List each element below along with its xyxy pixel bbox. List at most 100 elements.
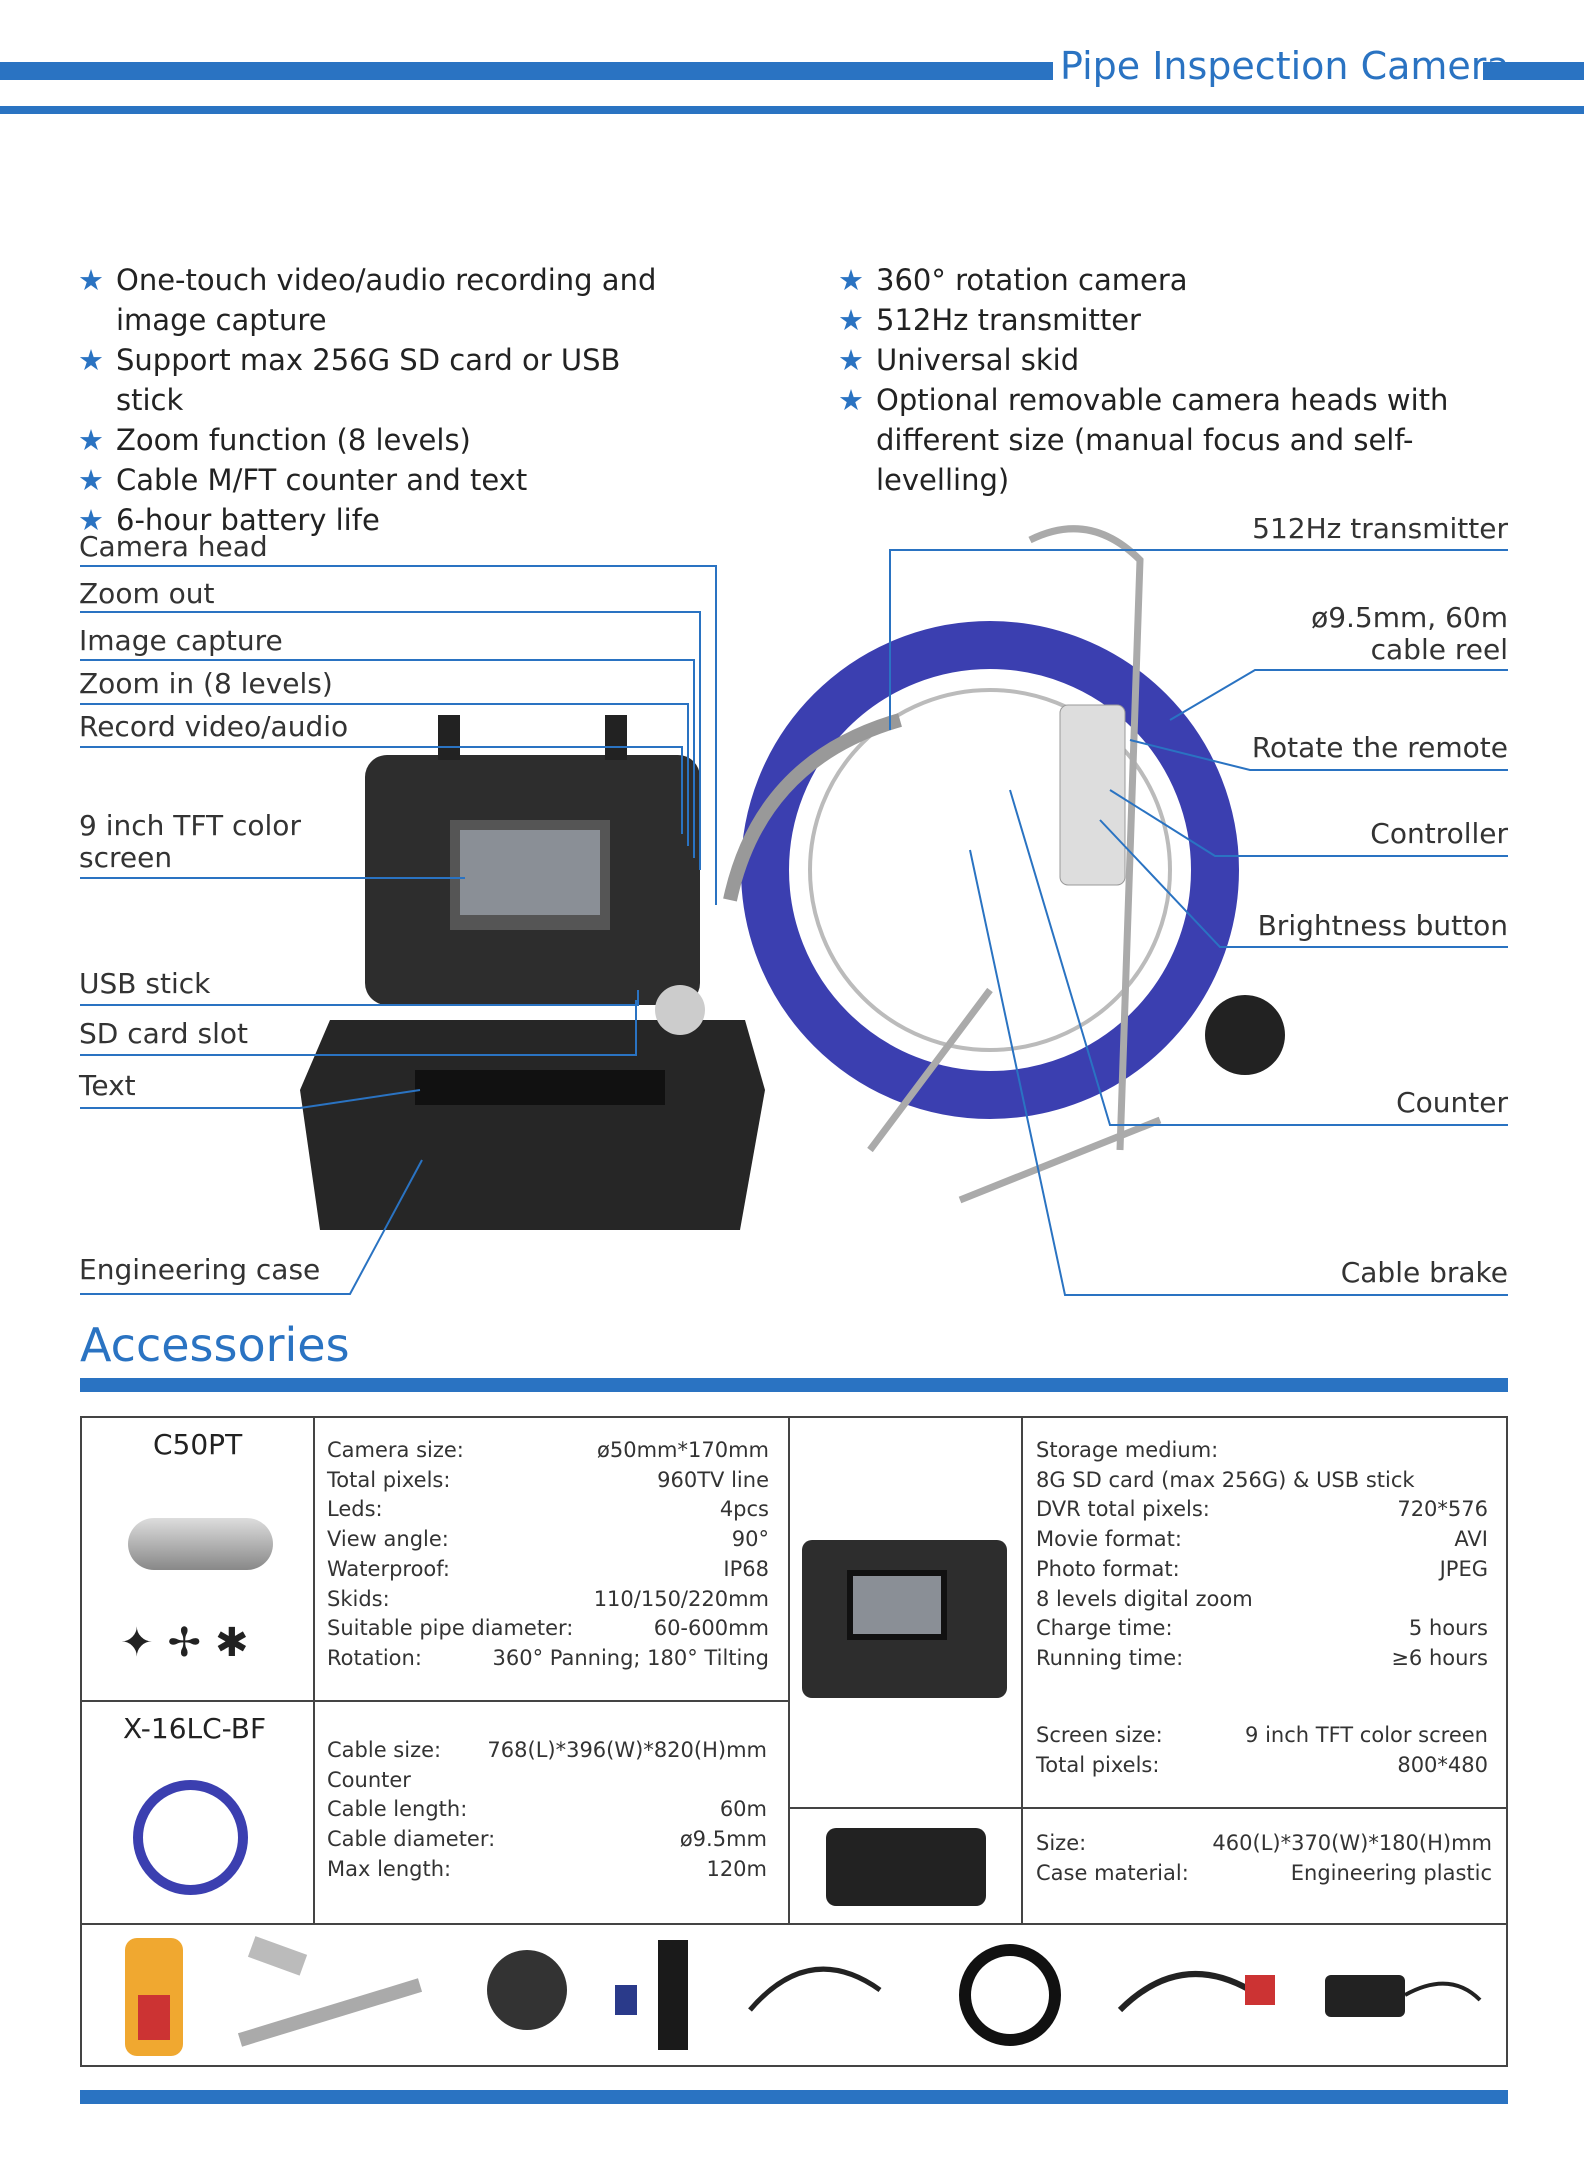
spec-row: View angle:90° [327,1525,769,1555]
spec-value: 800*480 [1397,1752,1488,1777]
feature-item: ★360° rotation camera [838,260,1518,300]
spec-label: Charge time: [1036,1616,1173,1641]
feature-text: Universal skid [876,343,1080,377]
header-rule [0,106,1584,114]
spec-label: Cable length: [327,1797,468,1822]
divider [80,1700,788,1702]
page-title: Pipe Inspection Camera [1060,44,1510,88]
divider [313,1416,315,1923]
spec-value: 60m [719,1797,767,1822]
callout-cable-brake: Cable brake [1340,1256,1508,1289]
spec-row: Size: 460(L)*370(W)*180(H)mm [1036,1829,1492,1859]
feature-text: Cable M/FT counter and text [116,463,528,497]
product-illustration [80,525,1508,1296]
crawler-image [487,1950,567,2030]
reel-image [133,1780,248,1895]
spec-label: Skids: [327,1586,390,1611]
star-icon: ★ [78,463,104,497]
star-icon: ★ [78,263,104,297]
charger-image [1325,1975,1405,2017]
screen-specs: Screen size:9 inch TFT color screen Tota… [1036,1721,1488,1780]
spec-label: Size: [1036,1831,1087,1855]
star-icon: ★ [838,343,864,377]
callout-cable-reel: ø9.5mm, 60m cable reel [1311,601,1508,666]
spec-label: Suitable pipe diameter: [327,1616,574,1641]
spec-value: 120m [706,1856,767,1881]
feature-text: 360° rotation camera [876,263,1188,297]
feature-item: ★ Universal skid [838,340,1518,380]
spec-row: Leds: 4pcs [327,1495,769,1525]
accessories-rule [80,1378,1508,1392]
spec-label: Counter [327,1767,411,1792]
callout-transmitter: 512Hz transmitter [1252,512,1508,545]
spec-row: Max length:120m [327,1855,767,1885]
star-icon: ★ [78,343,104,377]
spec-value: 360° Panning; 180° Tilting [492,1645,769,1670]
spec-label: 8 levels digital zoom [1036,1586,1253,1611]
callout-engineering-case: Engineering case [79,1253,321,1286]
feature-item: ★Zoom function (8 levels) [78,420,678,460]
callout-image-capture: Image capture [79,624,283,657]
callout-sd-card: SD card slot [79,1017,248,1050]
spec-label: 8G SD card (max 256G) & USB stick [1036,1467,1415,1492]
camera-head-image [128,1518,273,1570]
spec-label: Camera size: [327,1438,464,1462]
spec-row: Skids: 110/150/220mm [327,1585,769,1615]
sd-usb-image [615,1985,637,2015]
callout-brightness: Brightness button [1257,909,1508,942]
spec-value: ≥6 hours [1391,1645,1488,1670]
callout-controller: Controller [1370,817,1508,850]
spec-label: Total pixels: [1036,1752,1160,1777]
spec-label: Case material: [1036,1860,1189,1885]
spec-row: 8G SD card (max 256G) & USB stick [1036,1466,1488,1496]
spec-label: Rotation: [327,1645,422,1670]
star-icon: ★ [78,423,104,457]
divider [788,1807,1508,1809]
c50pt-specs: Camera size:ø50mm*170mm Total pixels:960… [327,1436,769,1674]
spec-value: IP68 [723,1556,769,1581]
feature-item: ★6-hour battery life [78,500,678,540]
spec-value: 5 hours [1408,1616,1488,1641]
callout-record: Record video/audio [79,710,349,743]
camera-cable [723,713,902,902]
spec-value: 4pcs [719,1497,769,1522]
footer-rule [80,2090,1508,2104]
spec-label: Leds: [327,1497,383,1522]
spec-value: ø50mm*170mm [597,1438,769,1462]
earphone-image [748,1966,882,2012]
star-icon: ★ [838,303,864,337]
skids-image: ✦✢✱ [120,1620,263,1666]
spec-value: 60-600mm [653,1616,769,1641]
feature-text: 512Hz transmitter [876,303,1141,337]
spec-row: Rotation: 360° Panning; 180° Tilting [327,1644,769,1674]
spec-value: 9 inch TFT color screen [1245,1723,1488,1747]
callout-zoom-in: Zoom in (8 levels) [79,667,333,700]
star-icon: ★ [838,383,864,417]
spec-value: 90° [731,1527,769,1552]
header-bar-left [0,62,1053,80]
divider [788,1416,790,1923]
spec-label: Photo format: [1036,1556,1180,1581]
case-specs: Size: 460(L)*370(W)*180(H)mm Case materia… [1036,1829,1492,1888]
wheel [1205,995,1285,1075]
cable-coil-image [959,1944,1061,2046]
spec-value: 460(L)*370(W)*180(H)mm [1212,1831,1492,1855]
feature-text: One-touch video/audio recording and imag… [116,263,657,337]
spec-value: ø9.5mm [679,1827,767,1852]
spec-row: 8 levels digital zoom [1036,1585,1488,1615]
spec-row: Cable length: 60m [327,1795,767,1825]
cable-reel [741,621,1239,1119]
feature-item: ★ Optional removable camera heads with di… [838,380,1518,500]
divider [80,1923,1508,1925]
spec-label: Waterproof: [327,1556,450,1581]
spec-label: Total pixels: [327,1467,451,1492]
spec-row: Camera size: ø50mm*170mm [327,1436,769,1466]
callout-screen: 9 inch TFT color screen [79,809,301,874]
callout-zoom-out: Zoom out [79,577,215,610]
spec-value: JPEG [1439,1556,1488,1581]
callout-text: Text [79,1069,136,1102]
spec-value: 110/150/220mm [593,1586,769,1611]
model-x16lc-bf: X-16LC-BF [123,1712,267,1745]
feature-text: Optional removable camera heads with dif… [876,383,1449,497]
